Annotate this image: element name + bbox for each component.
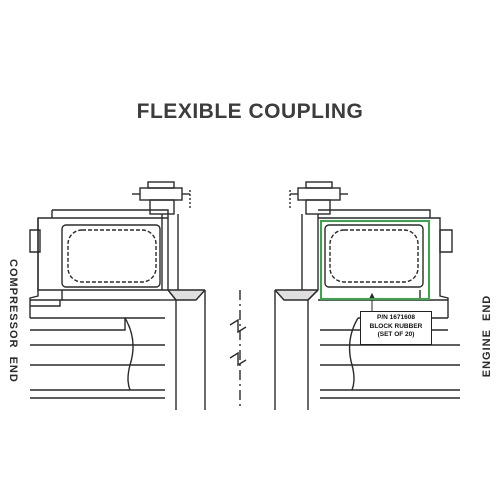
drawing-title: FLEXIBLE COUPLING <box>136 100 364 123</box>
left-rubber-pocket <box>61 224 161 288</box>
right-rubber-pocket <box>324 224 424 288</box>
center-break <box>229 290 247 410</box>
left-hub <box>29 209 169 399</box>
right-hub <box>318 209 460 399</box>
callout-quantity: (SET OF 20) <box>377 331 415 338</box>
callout-part-name: BLOCK RUBBER <box>369 322 423 330</box>
block-rubber-highlight <box>320 220 430 300</box>
callout-part-number: P/N 1671608 <box>377 314 415 321</box>
right-bolt <box>289 181 348 290</box>
right-shaft <box>274 289 319 410</box>
block-rubber-callout: P/N 1671608 BLOCK RUBBER (SET OF 20) <box>360 311 432 345</box>
left-shaft <box>160 289 206 410</box>
left-bolt <box>132 181 191 290</box>
